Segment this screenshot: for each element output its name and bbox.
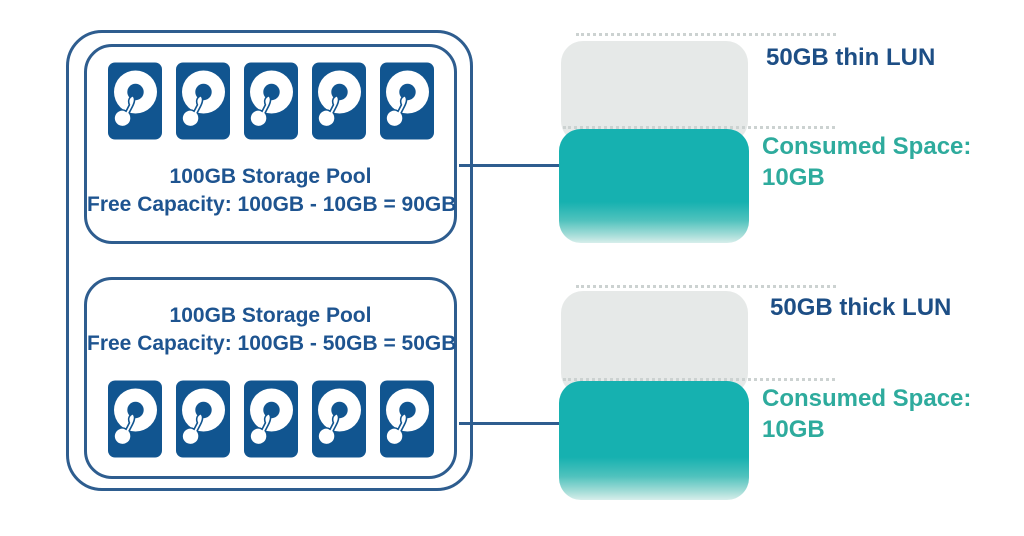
connector-line-thin-lun: [459, 164, 561, 167]
hard-disk-icon: [107, 380, 162, 458]
thick-lun-consumed-boundary-dashed-line: [563, 378, 835, 381]
hard-disk-icon: [175, 380, 230, 458]
thick-lun-top-dashed-line: [576, 285, 836, 288]
pool-text: 100GB Storage Pool Free Capacity: 100GB …: [87, 302, 457, 358]
hard-disk-icon: [243, 380, 298, 458]
thin-lun-label: 50GB thin LUN: [766, 44, 936, 71]
thin-lun-consumed-boundary-dashed-line: [563, 126, 835, 129]
storage-pool-thick: 100GB Storage Pool Free Capacity: 100GB …: [84, 277, 457, 479]
thin-lun-top-dashed-line: [576, 33, 836, 36]
disk-row: [107, 62, 434, 140]
pool-free-capacity: Free Capacity: 100GB - 50GB = 50GB: [87, 332, 457, 355]
hard-disk-icon: [107, 62, 162, 140]
pool-free-capacity: Free Capacity: 100GB - 10GB = 90GB: [87, 193, 457, 216]
storage-pool-thin: 100GB Storage Pool Free Capacity: 100GB …: [84, 44, 457, 244]
consumed-space-line: Consumed Space:: [762, 133, 972, 160]
thick-lun-consumed-label: Consumed Space: 10GB: [762, 383, 971, 445]
thick-lun-provisioned-block: [561, 291, 748, 395]
thin-lun-consumed-label: Consumed Space: 10GB: [762, 131, 971, 193]
pool-text: 100GB Storage Pool Free Capacity: 100GB …: [87, 163, 457, 219]
hard-disk-icon: [311, 62, 366, 140]
hard-disk-icon: [379, 380, 434, 458]
hard-disk-icon: [379, 62, 434, 140]
thick-lun-consumed-block: [559, 381, 749, 500]
consumed-space-value: 10GB: [762, 164, 825, 191]
disk-row: [107, 380, 434, 458]
thick-lun-label: 50GB thick LUN: [770, 294, 952, 321]
hard-disk-icon: [243, 62, 298, 140]
hard-disk-icon: [175, 62, 230, 140]
hard-disk-icon: [311, 380, 366, 458]
pool-title: 100GB Storage Pool: [169, 165, 372, 188]
connector-line-thick-lun: [459, 422, 561, 425]
storage-pools-container: 100GB Storage Pool Free Capacity: 100GB …: [66, 30, 473, 491]
pool-title: 100GB Storage Pool: [169, 304, 372, 327]
consumed-space-value: 10GB: [762, 416, 825, 443]
thin-lun-consumed-block: [559, 129, 749, 243]
consumed-space-line: Consumed Space:: [762, 385, 972, 412]
